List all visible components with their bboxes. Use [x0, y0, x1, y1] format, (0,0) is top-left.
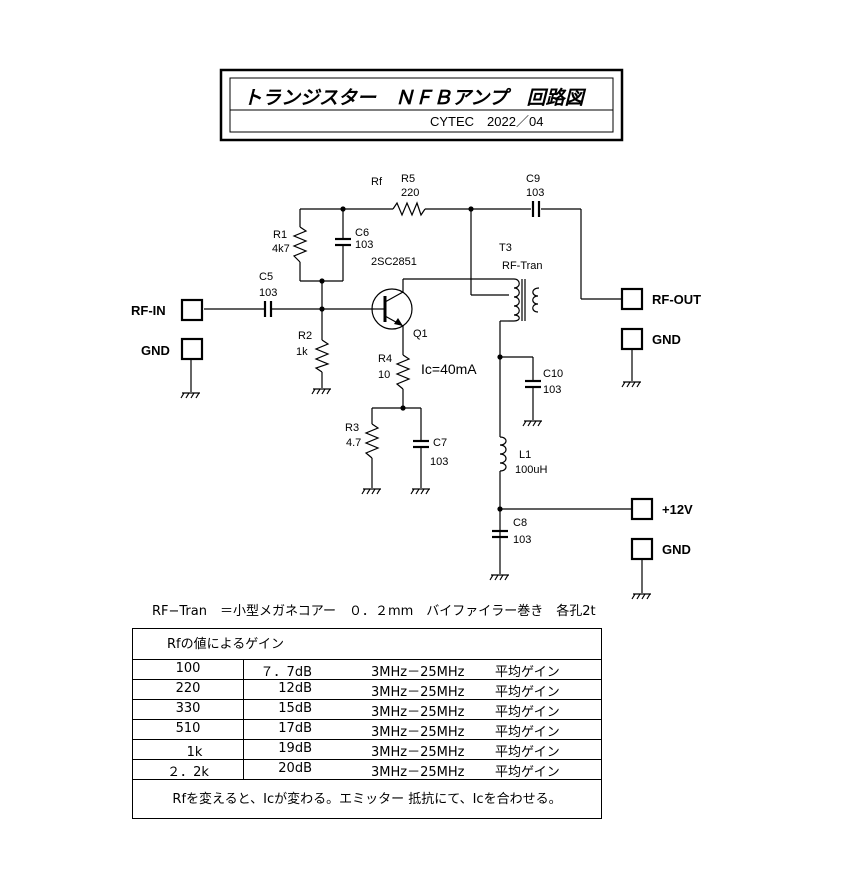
transformer-note: RF−Tran ＝小型メガネコアー ０．２mm バイファイラー巻き 各孔2t — [152, 604, 596, 619]
c7-ref: C7 — [433, 437, 447, 449]
band-cell: 3MHz－25MHz — [371, 705, 465, 720]
c7-value: 103 — [430, 456, 448, 468]
r5-value: 220 — [401, 187, 419, 199]
gnd-in-terminal — [180, 337, 204, 361]
t3-value: RF-Tran — [502, 260, 543, 272]
c8-ref: C8 — [513, 517, 527, 529]
rf-cell: 220 — [175, 681, 201, 696]
avg-gain-cell: 平均ゲイン — [495, 765, 560, 780]
r3-value: 4.7 — [346, 437, 361, 449]
title-block: トランジスター ＮＦＢアンプ 回路図 CYTEC 2022／04 — [219, 68, 624, 142]
l1-value: 100uH — [515, 464, 547, 476]
gain-table: Rfの値によるゲイン 100 ７．7dB 3MHz－25MHz 平均ゲイン 22… — [132, 628, 602, 819]
gain-table-footer: Rfを変えると、Icが変わる。エミッター 抵抗にて、Icを合わせる。 — [133, 779, 601, 820]
gain-cell: 20dB — [278, 761, 312, 776]
r5-ref: R5 — [401, 173, 415, 185]
diagram-subtitle: CYTEC 2022／04 — [430, 114, 543, 129]
rf-cell: 100 — [175, 661, 201, 676]
vcc-label: +12V — [662, 502, 693, 517]
c8-value: 103 — [513, 534, 531, 546]
resistor-r2 — [314, 339, 330, 373]
resistor-r3 — [364, 423, 380, 459]
rf-label: Rf — [371, 176, 383, 188]
rf-in-label: RF-IN — [131, 303, 166, 318]
inductor-l1 — [499, 436, 507, 472]
rf-cell: 330 — [175, 701, 201, 716]
c10-ref: C10 — [543, 368, 563, 380]
avg-gain-cell: 平均ゲイン — [495, 725, 560, 740]
gain-cell: 19dB — [278, 741, 312, 756]
band-cell: 3MHz－25MHz — [371, 725, 465, 740]
vcc-terminal — [630, 497, 654, 521]
l1-ref: L1 — [519, 449, 531, 461]
c9-ref: C9 — [526, 173, 540, 185]
r4-ref: R4 — [378, 353, 392, 365]
gain-cell: 17dB — [278, 721, 312, 736]
gain-table-header: Rfの値によるゲイン — [167, 637, 284, 652]
gnd-out-label: GND — [652, 332, 681, 347]
r3-ref: R3 — [345, 422, 359, 434]
rf-cell: ２．2k — [167, 765, 209, 780]
capacitor-c8 — [492, 529, 508, 539]
junction-dots — [319, 206, 503, 512]
table-row: 100 ７．7dB 3MHz－25MHz 平均ゲイン — [133, 659, 601, 680]
gain-cell: ７．7dB — [260, 665, 312, 680]
c9-value: 103 — [526, 187, 544, 199]
c5-value: 103 — [259, 287, 277, 299]
r1-value: 4k7 — [272, 243, 290, 255]
c6-ref: C6 — [355, 227, 369, 239]
rf-in-terminal — [180, 298, 204, 322]
r1-ref: R1 — [273, 229, 287, 241]
band-cell: 3MHz－25MHz — [371, 665, 465, 680]
q1-ref: Q1 — [413, 328, 428, 340]
r4-value: 10 — [378, 369, 390, 381]
table-row: ２．2k 20dB 3MHz－25MHz 平均ゲイン — [133, 759, 601, 780]
transformer-t3 — [509, 278, 540, 322]
resistor-r1 — [292, 226, 308, 263]
band-cell: 3MHz－25MHz — [371, 745, 465, 760]
table-row: 1k 19dB 3MHz－25MHz 平均ゲイン — [133, 739, 601, 760]
rf-cell: 510 — [175, 721, 201, 736]
resistor-r5 — [392, 201, 426, 217]
r2-value: 1k — [296, 346, 308, 358]
band-cell: 3MHz－25MHz — [371, 765, 465, 780]
circuit-schematic: トランジスター ＮＦＢアンプ 回路図 CYTEC 2022／04 — [131, 68, 701, 600]
resistor-r4 — [395, 354, 411, 390]
c6-value: 103 — [355, 239, 373, 251]
c5-ref: C5 — [259, 271, 273, 283]
gnd-out-terminal — [620, 327, 644, 351]
rf-out-label: RF-OUT — [652, 292, 701, 307]
r2-ref: R2 — [298, 330, 312, 342]
t3-ref: T3 — [499, 242, 512, 254]
gain-cell: 15dB — [278, 701, 312, 716]
capacitor-c7 — [413, 439, 429, 449]
table-row: 220 12dB 3MHz－25MHz 平均ゲイン — [133, 679, 601, 700]
rf-out-terminal — [620, 287, 644, 311]
ground-symbols — [180, 381, 651, 600]
ic-annotation: Ic=40mA — [421, 361, 477, 377]
c10-value: 103 — [543, 384, 561, 396]
avg-gain-cell: 平均ゲイン — [495, 685, 560, 700]
rf-cell: 1k — [173, 745, 203, 760]
capacitor-c9 — [531, 201, 541, 217]
capacitor-c6 — [335, 237, 351, 247]
gnd-vcc-terminal — [630, 537, 654, 561]
gnd-in-label: GND — [141, 343, 170, 358]
avg-gain-cell: 平均ゲイン — [495, 705, 560, 720]
avg-gain-cell: 平均ゲイン — [495, 665, 560, 680]
transistor-part: 2SC2851 — [371, 256, 417, 268]
gain-cell: 12dB — [278, 681, 312, 696]
capacitor-c5 — [263, 301, 273, 317]
table-row: 510 17dB 3MHz－25MHz 平均ゲイン — [133, 719, 601, 740]
band-cell: 3MHz－25MHz — [371, 685, 465, 700]
gnd-vcc-label: GND — [662, 542, 691, 557]
avg-gain-cell: 平均ゲイン — [495, 745, 560, 760]
capacitor-c10 — [525, 379, 541, 389]
table-row: 330 15dB 3MHz－25MHz 平均ゲイン — [133, 699, 601, 720]
diagram-title: トランジスター ＮＦＢアンプ 回路図 — [243, 87, 587, 109]
transistor-q1 — [371, 288, 413, 330]
wiring — [190, 208, 643, 593]
